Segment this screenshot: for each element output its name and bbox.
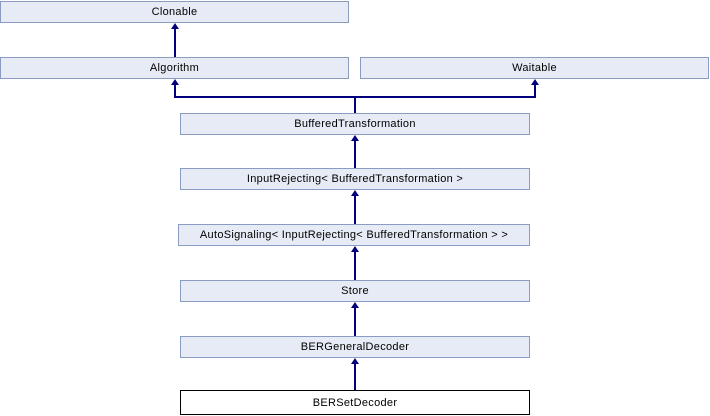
- class-node-algorithm[interactable]: Algorithm: [0, 57, 349, 79]
- class-node-autosignaling[interactable]: AutoSignaling< InputRejecting< BufferedT…: [178, 224, 530, 246]
- class-node-store[interactable]: Store: [180, 280, 530, 302]
- inheritance-arrow-line: [354, 252, 356, 280]
- inheritance-arrow-line: [354, 196, 356, 224]
- inheritance-arrowhead: [171, 79, 179, 85]
- inheritance-arrow-line: [174, 29, 176, 57]
- inheritance-arrowhead: [351, 190, 359, 196]
- inheritance-arrowhead: [351, 135, 359, 141]
- inheritance-arrowhead: [171, 23, 179, 29]
- class-node-inputrejecting[interactable]: InputRejecting< BufferedTransformation >: [180, 168, 530, 190]
- class-node-bergeneraldecoder[interactable]: BERGeneralDecoder: [180, 336, 530, 358]
- class-node-clonable[interactable]: Clonable: [0, 1, 349, 23]
- inheritance-arrow-line: [534, 85, 536, 98]
- inheritance-arrow-line: [354, 364, 356, 390]
- inheritance-connector-stem: [354, 98, 356, 113]
- class-node-bufferedtransformation[interactable]: BufferedTransformation: [180, 113, 530, 135]
- inheritance-arrowhead: [351, 302, 359, 308]
- inheritance-arrowhead: [531, 79, 539, 85]
- class-node-bersetdecoder: BERSetDecoder: [180, 390, 530, 415]
- inheritance-arrow-line: [354, 141, 356, 168]
- inheritance-arrow-line: [174, 85, 176, 98]
- class-node-waitable[interactable]: Waitable: [360, 57, 709, 79]
- inheritance-arrowhead: [351, 246, 359, 252]
- inheritance-arrow-line: [354, 308, 356, 336]
- inheritance-arrowhead: [351, 358, 359, 364]
- inheritance-connector-bar: [174, 96, 536, 98]
